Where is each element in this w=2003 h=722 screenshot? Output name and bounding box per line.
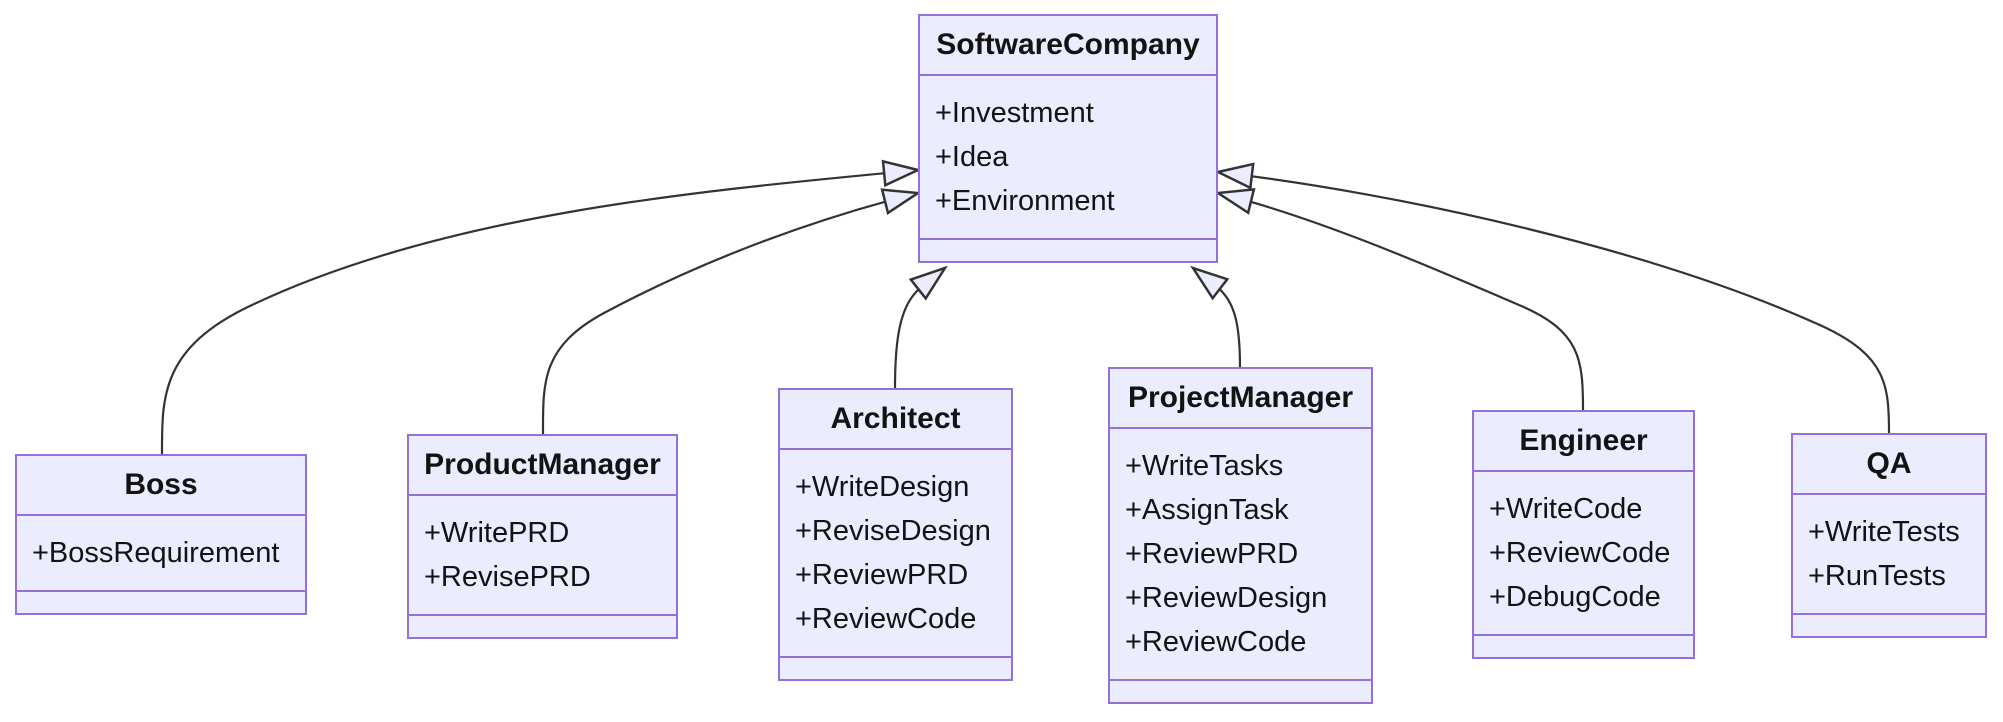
edge-productmanager-inherits-softwarecompany: [541, 193, 918, 436]
class-member: +ReviewCode: [1125, 626, 1307, 658]
class-qa: QA +WriteTests +RunTests: [1791, 433, 1987, 638]
class-member: +ReviewCode: [1489, 537, 1671, 569]
class-member: +ReviewPRD: [1125, 538, 1299, 570]
class-member: +WriteDesign: [795, 471, 970, 503]
class-members: +WriteTests +RunTests: [1793, 495, 1985, 615]
class-engineer: Engineer +WriteCode +ReviewCode +DebugCo…: [1472, 410, 1695, 659]
class-methods-empty: [1474, 636, 1693, 657]
class-member: +WriteTasks: [1125, 450, 1284, 482]
class-member: +ReviseDesign: [795, 515, 991, 547]
edge-boss-inherits-softwarecompany: [160, 170, 918, 456]
class-methods-empty: [1793, 615, 1985, 636]
class-title: ProductManager: [409, 436, 676, 496]
class-member: +BossRequirement: [32, 537, 280, 569]
edge-architect-inherits-softwarecompany: [893, 268, 945, 390]
class-member: +ReviewPRD: [795, 559, 969, 591]
class-members: +BossRequirement: [17, 516, 305, 592]
edge-engineer-inherits-softwarecompany: [1218, 193, 1585, 412]
class-architect: Architect +WriteDesign +ReviseDesign +Re…: [778, 388, 1013, 681]
class-softwarecompany: SoftwareCompany +Investment +Idea +Envir…: [918, 14, 1218, 263]
class-methods-empty: [780, 658, 1011, 679]
class-title: Architect: [780, 390, 1011, 450]
class-member: +Idea: [935, 141, 1009, 173]
class-productmanager: ProductManager +WritePRD +RevisePRD: [407, 434, 678, 639]
class-title: Boss: [17, 456, 305, 516]
class-title: Engineer: [1474, 412, 1693, 472]
class-methods-empty: [17, 592, 305, 613]
class-member: +WriteTests: [1808, 516, 1960, 548]
class-member: +WriteCode: [1489, 493, 1643, 525]
class-members: +WritePRD +RevisePRD: [409, 496, 676, 616]
class-member: +WritePRD: [424, 517, 570, 549]
class-projectmanager: ProjectManager +WriteTasks +AssignTask +…: [1108, 367, 1373, 704]
class-methods-empty: [409, 616, 676, 637]
class-member: +AssignTask: [1125, 494, 1289, 526]
edge-projectmanager-inherits-softwarecompany: [1193, 268, 1242, 369]
class-title: SoftwareCompany: [920, 16, 1216, 76]
class-members: +WriteDesign +ReviseDesign +ReviewPRD +R…: [780, 450, 1011, 658]
class-title: ProjectManager: [1110, 369, 1371, 429]
class-members: +WriteTasks +AssignTask +ReviewPRD +Revi…: [1110, 429, 1371, 681]
class-member: +Environment: [935, 185, 1115, 217]
class-member: +ReviewDesign: [1125, 582, 1328, 614]
class-methods-empty: [920, 240, 1216, 261]
class-methods-empty: [1110, 681, 1371, 702]
class-member: +ReviewCode: [795, 603, 977, 635]
class-member: +RevisePRD: [424, 561, 591, 593]
edge-qa-inherits-softwarecompany: [1218, 172, 1891, 435]
class-members: +Investment +Idea +Environment: [920, 76, 1216, 240]
class-boss: Boss +BossRequirement: [15, 454, 307, 615]
class-member: +DebugCode: [1489, 581, 1661, 613]
class-members: +WriteCode +ReviewCode +DebugCode: [1474, 472, 1693, 636]
class-member: +Investment: [935, 97, 1094, 129]
class-title: QA: [1793, 435, 1985, 495]
class-member: +RunTests: [1808, 560, 1946, 592]
